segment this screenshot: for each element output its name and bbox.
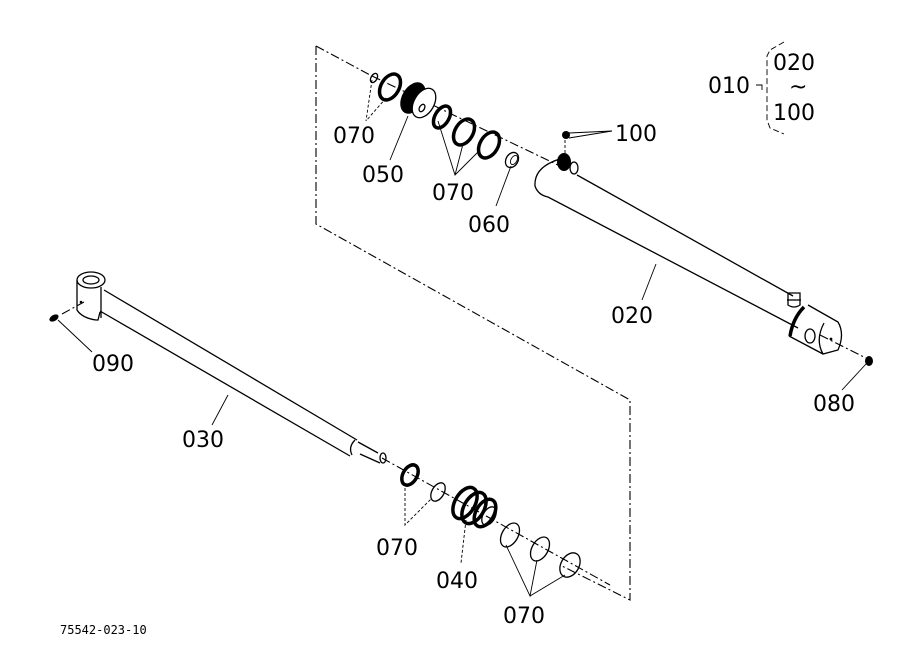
screw-090 xyxy=(49,314,93,353)
label-030: 030 xyxy=(182,428,224,453)
seal-ring-top xyxy=(377,72,403,102)
seal-ring-lower-d xyxy=(529,536,551,562)
piston-040 xyxy=(451,485,498,529)
label-010: 010 xyxy=(708,74,750,99)
label-090: 090 xyxy=(92,352,134,377)
label-070-lower-right: 070 xyxy=(503,604,545,629)
leader-lines xyxy=(211,79,657,598)
label-050: 050 xyxy=(362,163,404,188)
seal-ring-b xyxy=(451,117,477,147)
group-bracket: 010 020 ~ 100 xyxy=(708,41,815,135)
label-100-range: 100 xyxy=(773,101,815,126)
label-100: 100 xyxy=(615,122,657,147)
seal-ring-a xyxy=(431,104,453,130)
label-080: 080 xyxy=(813,392,855,417)
grease-fitting-100 xyxy=(562,130,613,154)
label-020-range: 020 xyxy=(773,51,815,76)
label-020: 020 xyxy=(611,304,653,329)
piston-050 xyxy=(400,82,437,119)
seal-small-top xyxy=(369,72,379,84)
label-040: 040 xyxy=(436,569,478,594)
piston-rod-030 xyxy=(76,271,387,464)
label-060: 060 xyxy=(468,213,510,238)
label-range-sep: ~ xyxy=(789,75,807,100)
seal-ring-c xyxy=(476,130,502,160)
label-070-lower-left: 070 xyxy=(376,536,418,561)
seal-ring-lower-a xyxy=(400,463,420,487)
label-070-top-mid: 070 xyxy=(432,181,474,206)
seal-ring-lower-c xyxy=(499,522,521,548)
screw-080 xyxy=(841,356,873,391)
label-070-top-left: 070 xyxy=(333,124,375,149)
cylinder-tube-020 xyxy=(534,153,843,355)
drawing-code: 75542-023-10 xyxy=(60,623,147,637)
seal-ring-lower-b xyxy=(430,482,446,502)
seal-ring-lower-e xyxy=(559,552,581,578)
nut-060 xyxy=(504,151,520,169)
